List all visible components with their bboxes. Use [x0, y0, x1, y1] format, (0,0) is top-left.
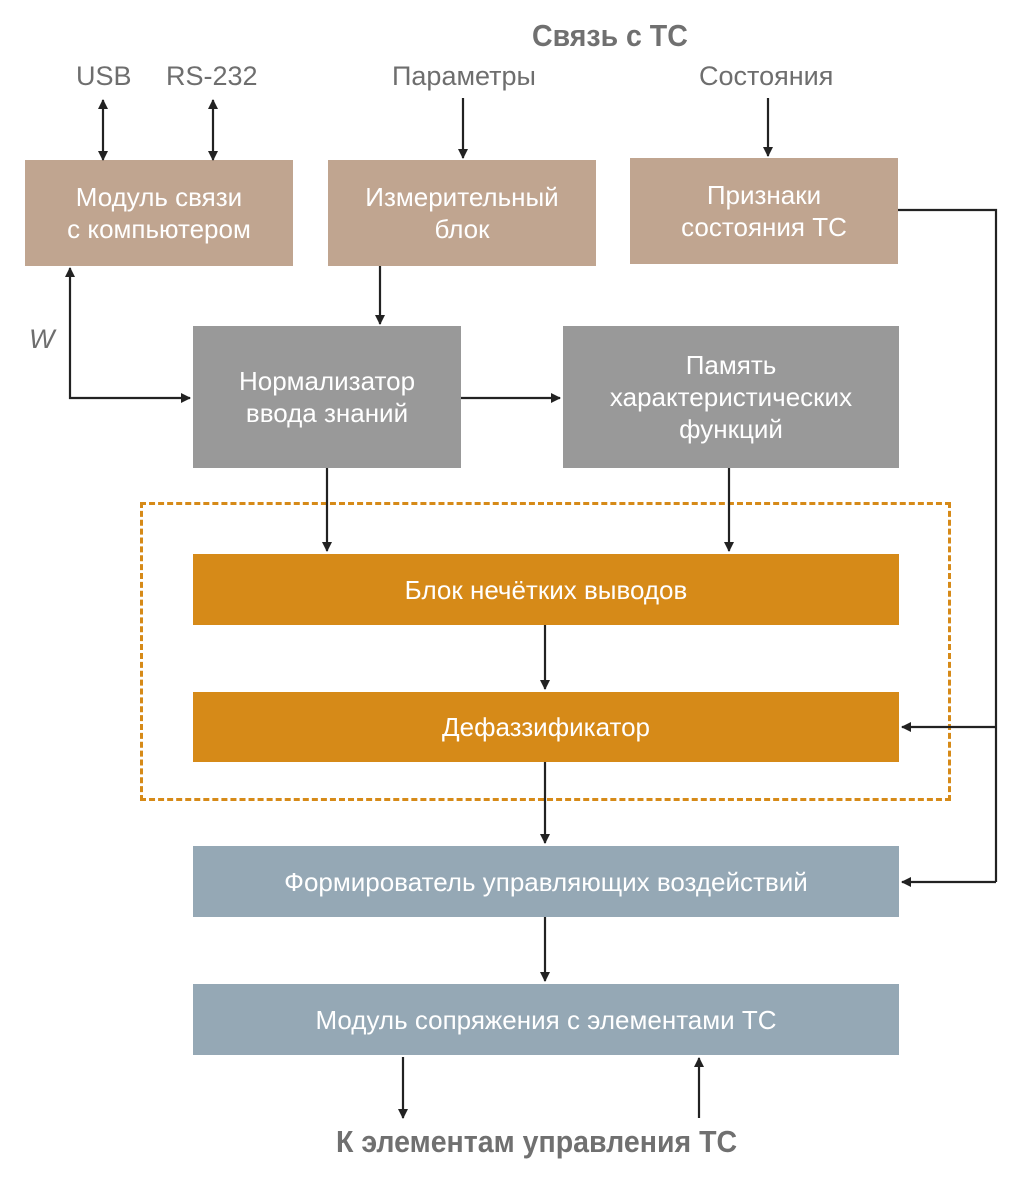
comm-module-block: Модуль связи с компьютером [25, 160, 293, 266]
state-signs-line-1: Признаки [706, 180, 822, 210]
fuzzy-inference-block: Блок нечётких выводов [193, 554, 899, 625]
state-signs-block: Признаки состояния ТС [630, 158, 898, 264]
memory-line-2: характеристических [609, 382, 853, 412]
normalizer-block: Нормализатор ввода знаний [193, 326, 461, 468]
states-label: Состояния [699, 61, 834, 91]
params-label: Параметры [392, 61, 536, 91]
interface-module-label: Модуль сопряжения с элементами ТС [315, 1004, 777, 1035]
w-link-arrow [65, 267, 191, 403]
normalizer-line-1: Нормализатор [238, 366, 416, 396]
memory-line-1: Память [685, 350, 777, 380]
w-label: W [29, 324, 55, 354]
comm-module-line-2: с компьютером [67, 214, 251, 244]
rs232-label: RS-232 [166, 61, 258, 91]
diagram-title: Связь с ТС [532, 18, 688, 53]
control-former-label: Формирователь управляющих воздействий [284, 866, 808, 897]
measure-block: Измерительный блок [328, 160, 596, 266]
measure-line-2: блок [434, 214, 490, 244]
state-signs-feedback-line [898, 208, 998, 882]
measure-line-1: Измерительный [365, 182, 559, 212]
state-signs-line-2: состояния ТС [681, 212, 847, 242]
control-former-block: Формирователь управляющих воздействий [193, 846, 899, 917]
normalizer-line-2: ввода знаний [245, 398, 409, 428]
defuzzifier-block: Дефаззификатор [193, 692, 899, 762]
memory-line-3: функций [679, 414, 783, 444]
defuzzifier-label: Дефаззификатор [442, 712, 650, 742]
memory-block: Память характеристических функций [563, 326, 899, 468]
usb-label: USB [76, 61, 132, 91]
footer-label: К элементам управления ТС [336, 1124, 738, 1159]
fuzzy-inference-label: Блок нечётких выводов [404, 574, 688, 605]
comm-module-line-1: Модуль связи [75, 182, 243, 212]
interface-module-block: Модуль сопряжения с элементами ТС [193, 984, 899, 1055]
